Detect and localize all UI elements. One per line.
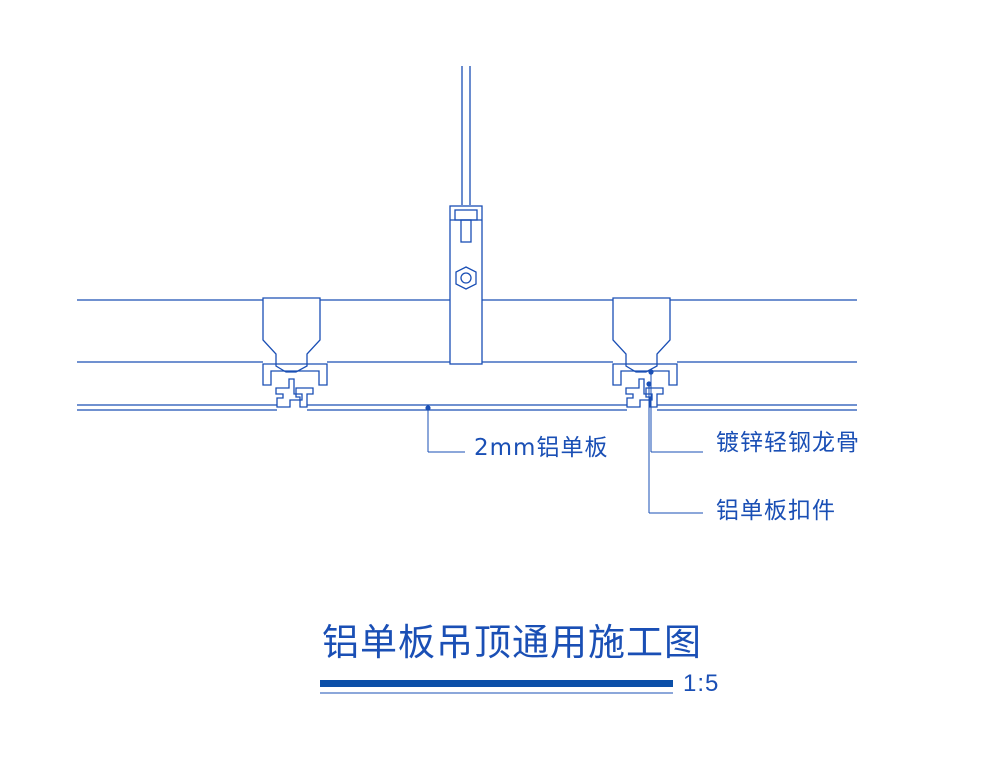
leader-clip [646,381,703,514]
keel-clip-right [612,297,678,408]
keel-section-lines [77,299,857,363]
callout-clip: 铝单板扣件 [716,498,836,524]
callout-keel: 镀锌轻钢龙骨 [716,430,860,456]
leader-panel [425,405,465,453]
leader-keel [648,369,703,453]
hanger-bracket [449,205,483,365]
aluminium-panel [77,404,857,411]
callout-panel: 2mm铝单板 [474,435,609,461]
hex-nut-icon [455,266,477,290]
drawing-title: 铝单板吊顶通用施工图 [322,621,702,664]
title-underline [320,680,673,694]
hanger-rod [461,66,471,205]
keel-clip-left [262,297,328,408]
drawing-scale: 1:5 [683,670,720,697]
